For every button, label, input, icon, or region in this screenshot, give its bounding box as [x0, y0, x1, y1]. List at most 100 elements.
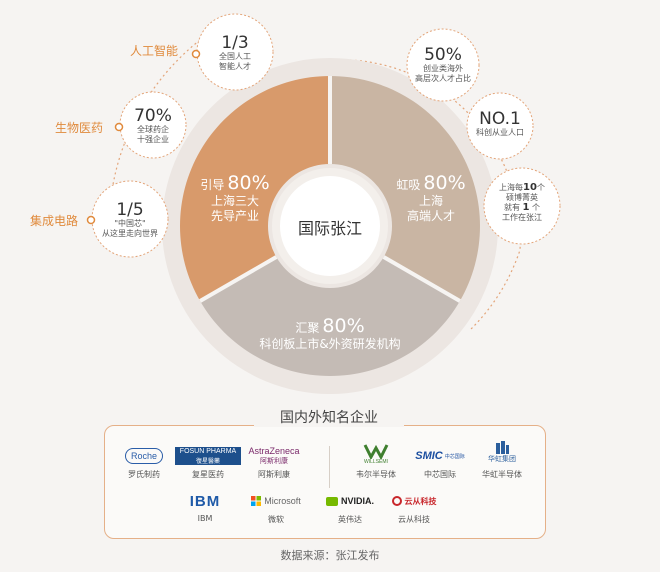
dot-ic: [86, 215, 96, 225]
seg-left-value: 80%: [227, 172, 270, 194]
company-name-fosun: 复星医药: [192, 470, 224, 479]
company-fosun: FOSUN PHARMA 復星醫藥 复星医药: [172, 445, 244, 480]
sector-label-ic: 集成电路: [30, 214, 79, 228]
company-name-nvidia: 英伟达: [338, 515, 362, 524]
panel-divider: [329, 446, 330, 488]
ibm-logo-text: IBM: [189, 492, 221, 510]
bubble-ic-value: 1/5: [116, 200, 144, 220]
company-roche: Roche 罗氏制药: [108, 445, 180, 480]
company-smic: SMIC 中芯国际 中芯国际: [404, 445, 476, 480]
huahong-logo: 华虹集团: [466, 437, 538, 467]
cloudwalk-ring-icon: [391, 496, 402, 506]
bubble-bio-value: 70%: [134, 106, 172, 126]
bubble-bio: [119, 91, 187, 159]
bubble-bio-desc1: 全球药企: [137, 125, 169, 134]
bubble-no1-desc1: 科创从业人口: [476, 128, 524, 137]
separator-right: [382, 255, 461, 303]
seg-bottom-prefix: 汇聚: [295, 321, 320, 335]
companies-panel-title: 国内外知名企业: [254, 407, 404, 427]
bubble-ic-text: 1/5 "中国芯" 从这里走向世界: [92, 201, 168, 239]
bubble-phd: [483, 167, 561, 245]
ibm-logo: IBM: [169, 490, 241, 512]
company-name-microsoft: 微软: [268, 515, 284, 524]
segment-bottom: [200, 257, 460, 376]
bubble-phd-line2: 硕博菁英: [506, 193, 538, 202]
company-name-willsemi: 韦尔半导体: [356, 470, 396, 479]
bubble-overseas-desc1: 创业类海外: [423, 64, 463, 73]
bubble-phd-text: 上海每10个 硕博菁英 就有 1 个 工作在张江: [486, 183, 558, 223]
seg-bottom-value: 80%: [322, 315, 365, 337]
smic-logo-text: SMIC: [415, 450, 443, 462]
microsoft-logo: Microsoft: [240, 490, 312, 512]
nvidia-logo-text: NVIDIA.: [340, 496, 374, 506]
seg-bottom-line1: 科创板上市&外资研发机构: [259, 337, 401, 351]
seg-right-line1: 上海: [418, 194, 443, 208]
seg-left-prefix: 引导: [200, 178, 225, 192]
roche-logo-text: Roche: [124, 448, 163, 464]
roche-logo: Roche: [108, 445, 180, 467]
company-microsoft: Microsoft 微软: [240, 490, 312, 525]
bubble-overseas-text: 50% 创业类海外 高层次人才占比: [407, 46, 479, 84]
willsemi-logo-text: WILLSEMI: [364, 458, 388, 465]
dot-ai: [191, 49, 201, 59]
bubble-bio-desc2: 十强企业: [137, 135, 169, 144]
company-name-astrazeneca: 阿斯利康: [258, 470, 290, 479]
huahong-building-icon: [496, 441, 509, 454]
seg-left-line2: 先导产业: [210, 209, 259, 223]
company-huahong: 华虹集团 华虹半导体: [466, 437, 538, 480]
company-nvidia: NVIDIA. 英伟达: [314, 490, 386, 525]
bubble-ai: [196, 13, 274, 91]
astrazeneca-logo-sub: 阿斯利康: [260, 457, 288, 465]
center-label: 国际张江: [297, 219, 362, 238]
bubble-overseas-value: 50%: [424, 45, 462, 65]
bubble-ic-desc2: 从这里走向世界: [102, 229, 158, 238]
bubble-no1-value: NO.1: [479, 109, 521, 129]
bubble-phd-line1: 上海每10个: [486, 183, 558, 193]
phd-line3-pre: 就有: [503, 203, 520, 212]
fosun-logo-text: FOSUN PHARMA: [175, 447, 241, 456]
bubble-phd-line3: 就有 1 个: [486, 203, 558, 213]
company-name-ibm: IBM: [197, 514, 213, 523]
cloudwalk-logo-text: 云从科技: [404, 496, 437, 506]
bubble-ai-value: 1/3: [221, 33, 249, 53]
phd-line1-pre: 上海每: [499, 183, 524, 192]
company-name-huahong: 华虹半导体: [482, 470, 522, 479]
company-cloudwalk: 云从科技 云从科技: [378, 490, 450, 525]
phd-line1-post: 个: [536, 183, 545, 192]
seg-right-prefix: 虹吸: [396, 178, 421, 192]
company-name-cloudwalk: 云从科技: [398, 515, 430, 524]
data-source: 数据来源：张江发布: [280, 549, 380, 562]
bubble-no1-text: NO.1 科创从业人口: [467, 110, 533, 138]
smic-logo-sub: 中芯国际: [444, 453, 465, 460]
company-name-roche: 罗氏制药: [128, 470, 160, 479]
cloudwalk-logo: 云从科技: [378, 490, 450, 512]
bubble-ic: [91, 180, 169, 258]
phd-line1-num: 10: [523, 182, 537, 193]
willsemi-w-icon: [363, 443, 389, 459]
companies-panel: [104, 425, 546, 539]
fosun-logo: FOSUN PHARMA 復星醫藥: [172, 445, 244, 467]
segment-right: [330, 76, 480, 301]
seg-left-line1: 上海三大: [210, 194, 259, 208]
company-astrazeneca: AstraZeneca 阿斯利康 阿斯利康: [238, 445, 310, 480]
astrazeneca-logo: AstraZeneca 阿斯利康: [238, 445, 310, 467]
bubble-no1: [466, 92, 534, 160]
astrazeneca-logo-text: AstraZeneca: [248, 446, 300, 456]
phd-line3-num: 1: [522, 202, 530, 213]
seg-right-value: 80%: [423, 172, 466, 194]
separator-left: [199, 255, 278, 303]
fosun-logo-sub: 復星醫藥: [175, 456, 241, 465]
microsoft-windows-icon: [251, 496, 262, 506]
bubble-ic-desc1: "中国芯": [114, 219, 146, 228]
bubble-ai-text: 1/3 全国人工 智能人才: [197, 34, 273, 72]
company-willsemi: WILLSEMI 韦尔半导体: [340, 440, 412, 480]
sector-label-bio: 生物医药: [55, 121, 104, 135]
sector-label-ai: 人工智能: [130, 44, 179, 58]
ring-diagram: [86, 13, 561, 394]
nvidia-logo: NVIDIA.: [314, 490, 386, 512]
willsemi-logo: WILLSEMI: [340, 440, 412, 467]
